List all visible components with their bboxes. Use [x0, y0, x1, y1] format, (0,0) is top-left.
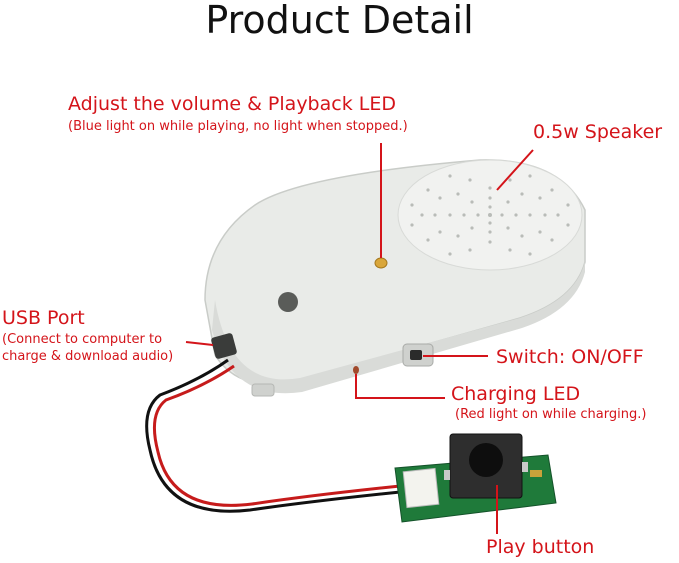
usb-port — [211, 333, 237, 359]
usb-sublabel-1: (Connect to computer to — [2, 332, 163, 347]
speaker-grille — [410, 174, 570, 256]
play-button-label: Play button — [486, 536, 595, 558]
play-button-pcb — [394, 433, 557, 523]
speaker-label: 0.5w Speaker — [533, 121, 663, 143]
charging-label: Charging LED — [451, 383, 581, 405]
side-notch — [251, 383, 275, 397]
page-title: Product Detail — [205, 0, 474, 42]
switch-label: Switch: ON/OFF — [496, 346, 644, 368]
black-wire — [145, 358, 421, 513]
charging-sublabel: (Red light on while charging.) — [455, 407, 647, 422]
usb-label: USB Port — [2, 307, 85, 329]
charging-led — [353, 366, 359, 374]
volume-label: Adjust the volume & Playback LED — [68, 93, 396, 115]
power-switch — [410, 350, 422, 360]
mic-hole — [278, 292, 298, 312]
usb-sublabel-2: charge & download audio) — [2, 349, 174, 364]
volume-sublabel: (Blue light on while playing, no light w… — [68, 119, 408, 134]
leader-lines — [185, 143, 534, 534]
play-button — [469, 443, 503, 477]
red-wire — [152, 364, 421, 507]
playback-led — [374, 257, 388, 269]
